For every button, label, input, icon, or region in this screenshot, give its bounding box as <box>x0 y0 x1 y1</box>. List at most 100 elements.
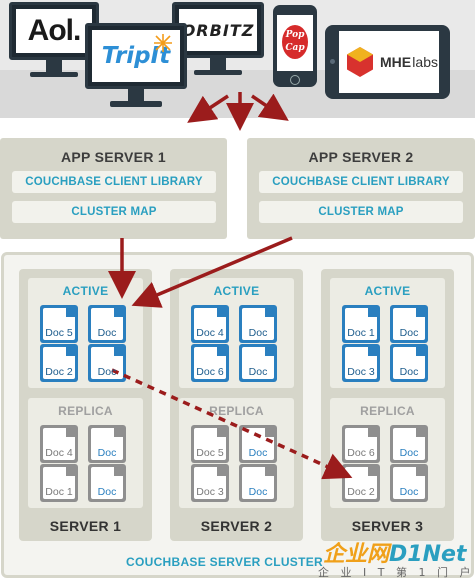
app-server-2-cluster-map: CLUSTER MAP <box>259 201 463 223</box>
home-button-icon <box>290 75 300 85</box>
orbitz-monitor-stand <box>210 58 226 70</box>
replica-doc: Doc 4 <box>40 425 78 463</box>
replica-doc-label: Doc 2 <box>347 486 375 498</box>
app-server-2-title: APP SERVER 2 <box>308 149 414 165</box>
replica-doc: Doc <box>390 464 428 502</box>
active-doc: Doc <box>390 305 428 343</box>
app-server-1-cluster-map: CLUSTER MAP <box>12 201 216 223</box>
replica-panel-title: REPLICA <box>58 404 113 418</box>
mhe-logo-bold: MHE <box>380 54 412 70</box>
active-doc-label: Doc 2 <box>45 366 73 378</box>
active-doc: Doc 6 <box>191 344 229 382</box>
active-doc: Doc 5 <box>40 305 78 343</box>
replica-panel-title: REPLICA <box>360 404 415 418</box>
smartphone: Pop Cap <box>273 5 317 87</box>
active-doc-label: Doc 4 <box>196 327 224 339</box>
active-doc-label: Doc <box>399 366 419 378</box>
mhe-hexagon-icon <box>347 47 373 77</box>
active-doc-label: Doc 3 <box>347 366 375 378</box>
active-doc-label: Doc <box>97 366 117 378</box>
active-doc: Doc <box>88 344 126 382</box>
replica-doc: Doc 2 <box>342 464 380 502</box>
replica-doc: Doc 6 <box>342 425 380 463</box>
orbitz-logo: ORBITZ <box>181 20 255 40</box>
replica-panel-title: REPLICA <box>209 404 264 418</box>
active-doc: Doc <box>239 344 277 382</box>
aol-monitor-stand <box>46 60 62 72</box>
replica-doc-label: Doc <box>248 486 268 498</box>
replica-doc-label: Doc 1 <box>45 486 73 498</box>
active-doc: Doc 1 <box>342 305 380 343</box>
replica-doc: Doc 1 <box>40 464 78 502</box>
watermark-tagline: 企 业 I T 第 1 门 户 <box>318 566 475 579</box>
active-doc: Doc 2 <box>40 344 78 382</box>
replica-doc: Doc <box>239 425 277 463</box>
orbitz-monitor-base <box>194 70 242 75</box>
mhe-logo: MHE labs <box>380 54 438 70</box>
cluster-label: COUCHBASE SERVER CLUSTER <box>126 555 324 569</box>
popcap-logo: Pop Cap <box>282 25 308 59</box>
replica-doc-label: Doc 6 <box>347 447 375 459</box>
tripit-spark-icon <box>154 34 172 52</box>
mhe-logo-suffix: labs <box>412 54 438 70</box>
replica-doc: Doc <box>88 464 126 502</box>
watermark-logo-suffix: D1Net <box>389 542 467 567</box>
replica-doc: Doc <box>390 425 428 463</box>
active-doc-label: Doc 1 <box>347 327 375 339</box>
replica-doc: Doc <box>239 464 277 502</box>
active-panel-title: ACTIVE <box>213 284 260 298</box>
replica-doc-label: Doc <box>399 447 419 459</box>
replica-doc-label: Doc 3 <box>196 486 224 498</box>
popcap-logo-top: Pop <box>285 30 305 40</box>
replica-doc-label: Doc <box>97 486 117 498</box>
tablet-camera-icon <box>330 59 335 64</box>
tripit-monitor-base <box>110 101 162 107</box>
app-server-1-title: APP SERVER 1 <box>60 149 167 165</box>
active-doc-label: Doc <box>248 327 268 339</box>
replica-doc-label: Doc 4 <box>45 447 73 459</box>
active-panel-title: ACTIVE <box>364 284 411 298</box>
active-doc-label: Doc <box>248 366 268 378</box>
app-server-1-client-library: COUCHBASE CLIENT LIBRARY <box>12 171 216 193</box>
server-3-label: SERVER 3 <box>351 518 424 534</box>
replica-doc-label: Doc <box>399 486 419 498</box>
aol-monitor: Aol. <box>9 2 99 60</box>
active-doc: Doc <box>88 305 126 343</box>
aol-logo: Aol. <box>27 14 82 47</box>
server-1-label: SERVER 1 <box>49 518 122 534</box>
replica-doc-label: Doc 5 <box>196 447 224 459</box>
watermark-logo: 企业网D1Net <box>323 536 466 568</box>
app-server-2-client-library: COUCHBASE CLIENT LIBRARY <box>259 171 463 193</box>
popcap-logo-bottom: Cap <box>285 43 305 53</box>
tripit-monitor-stand <box>128 89 144 101</box>
active-doc-label: Doc 5 <box>45 327 73 339</box>
replica-doc-label: Doc <box>248 447 268 459</box>
active-doc: Doc 4 <box>191 305 229 343</box>
tripit-monitor: TripIt <box>85 23 187 89</box>
server-2-label: SERVER 2 <box>200 518 273 534</box>
tablet: MHE labs <box>325 25 450 99</box>
orbitz-monitor: ORBITZ <box>172 2 264 58</box>
replica-doc-label: Doc <box>97 447 117 459</box>
active-doc: Doc <box>390 344 428 382</box>
app-server-1: APP SERVER 1 COUCHBASE CLIENT LIBRARY CL… <box>0 138 227 239</box>
active-doc: Doc <box>239 305 277 343</box>
replica-doc: Doc <box>88 425 126 463</box>
watermark-logo-prefix: 企业网 <box>323 542 390 567</box>
active-doc-label: Doc <box>97 327 117 339</box>
app-server-2: APP SERVER 2 COUCHBASE CLIENT LIBRARY CL… <box>247 138 475 239</box>
active-doc: Doc 3 <box>342 344 380 382</box>
active-doc-label: Doc <box>399 327 419 339</box>
active-panel-title: ACTIVE <box>62 284 109 298</box>
replica-doc: Doc 3 <box>191 464 229 502</box>
replica-doc: Doc 5 <box>191 425 229 463</box>
